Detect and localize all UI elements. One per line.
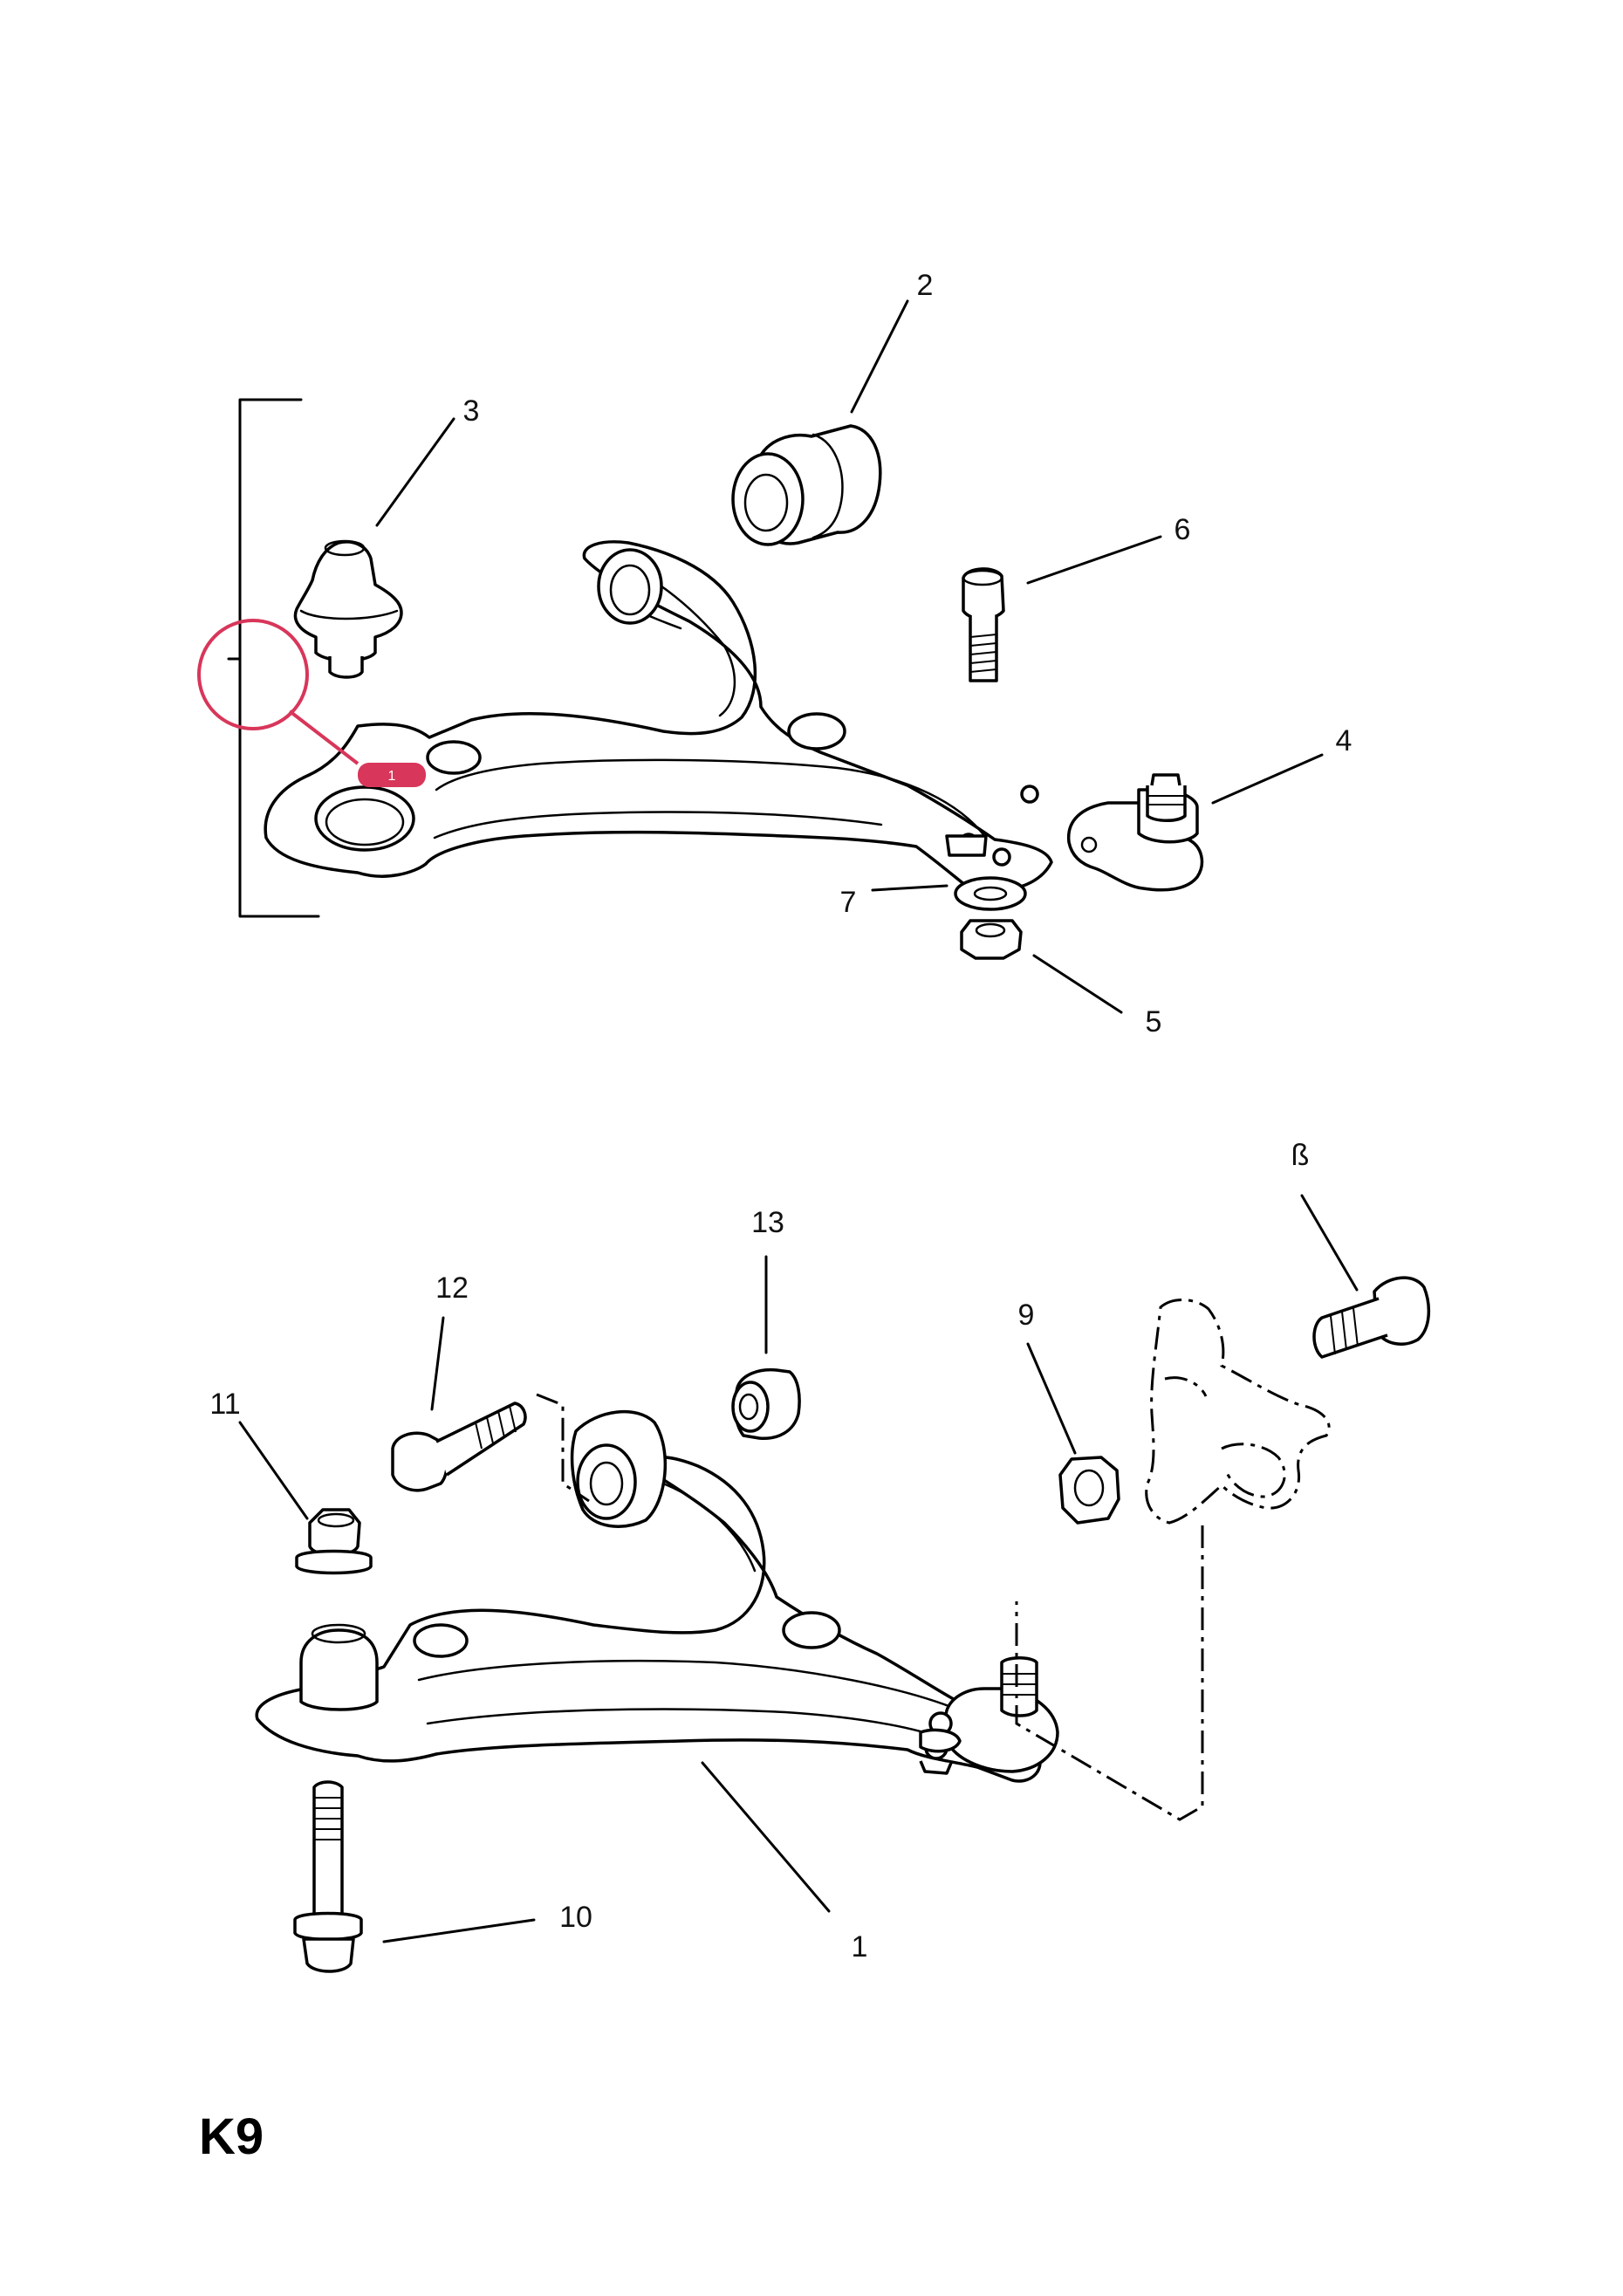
control-arm-top <box>264 540 1053 896</box>
callout-13: 13 <box>751 1206 784 1239</box>
leader-10 <box>382 1918 536 1943</box>
highlight-badge <box>358 763 426 787</box>
callout-7: 7 <box>840 886 857 919</box>
bushing-2 <box>731 424 882 546</box>
callout-2: 2 <box>917 269 934 302</box>
bushing-3 <box>293 539 403 679</box>
callout-8: ß <box>1291 1139 1310 1172</box>
assembly-line <box>1015 1525 1204 1821</box>
top-assembly: 1 2 3 6 4 7 5 <box>197 269 1352 1038</box>
bolt-10 <box>293 1780 363 1973</box>
nut-5 <box>960 919 1023 960</box>
assembly-line-bolt <box>536 1393 590 1503</box>
highlight-leader <box>288 709 360 765</box>
leader-12 <box>430 1316 445 1411</box>
bushing-13 <box>731 1367 801 1440</box>
highlight-marker: 1 <box>197 619 426 787</box>
leader-4 <box>1211 753 1324 805</box>
bolt-12 <box>391 1402 527 1492</box>
leader-7 <box>871 884 948 892</box>
callout-6: 6 <box>1174 513 1191 546</box>
callout-4: 4 <box>1336 724 1352 757</box>
nut-9 <box>1058 1456 1120 1525</box>
callout-12: 12 <box>435 1271 469 1305</box>
bolt-8 <box>1312 1276 1431 1359</box>
callout-9: 9 <box>1018 1299 1035 1332</box>
leader-5 <box>1032 954 1123 1014</box>
highlight-badge-text: 1 <box>388 769 396 784</box>
leader-1 <box>701 1761 831 1913</box>
callout-10: 10 <box>559 1901 592 1934</box>
steering-knuckle <box>1145 1299 1331 1525</box>
bolt-6 <box>962 567 1005 682</box>
leader-6 <box>1026 535 1162 585</box>
highlight-circle <box>197 619 309 730</box>
leader-11 <box>238 1421 309 1520</box>
leader-3 <box>375 417 455 527</box>
control-arm-bottom <box>255 1410 1059 1783</box>
nut-11 <box>295 1508 373 1575</box>
washer-7 <box>954 876 1027 911</box>
bottom-assembly: 13 12 11 9 ß 10 1 <box>209 1139 1431 1973</box>
leader-8 <box>1300 1194 1359 1292</box>
callout-1: 1 <box>852 1930 868 1964</box>
callout-3: 3 <box>463 394 480 428</box>
callout-5: 5 <box>1146 1005 1162 1038</box>
leader-9 <box>1026 1342 1077 1455</box>
leader-2 <box>850 299 909 414</box>
diagram-code: K9 <box>199 2108 264 2165</box>
ball-joint-4 <box>1067 773 1204 892</box>
callout-11: 11 <box>209 1388 240 1421</box>
